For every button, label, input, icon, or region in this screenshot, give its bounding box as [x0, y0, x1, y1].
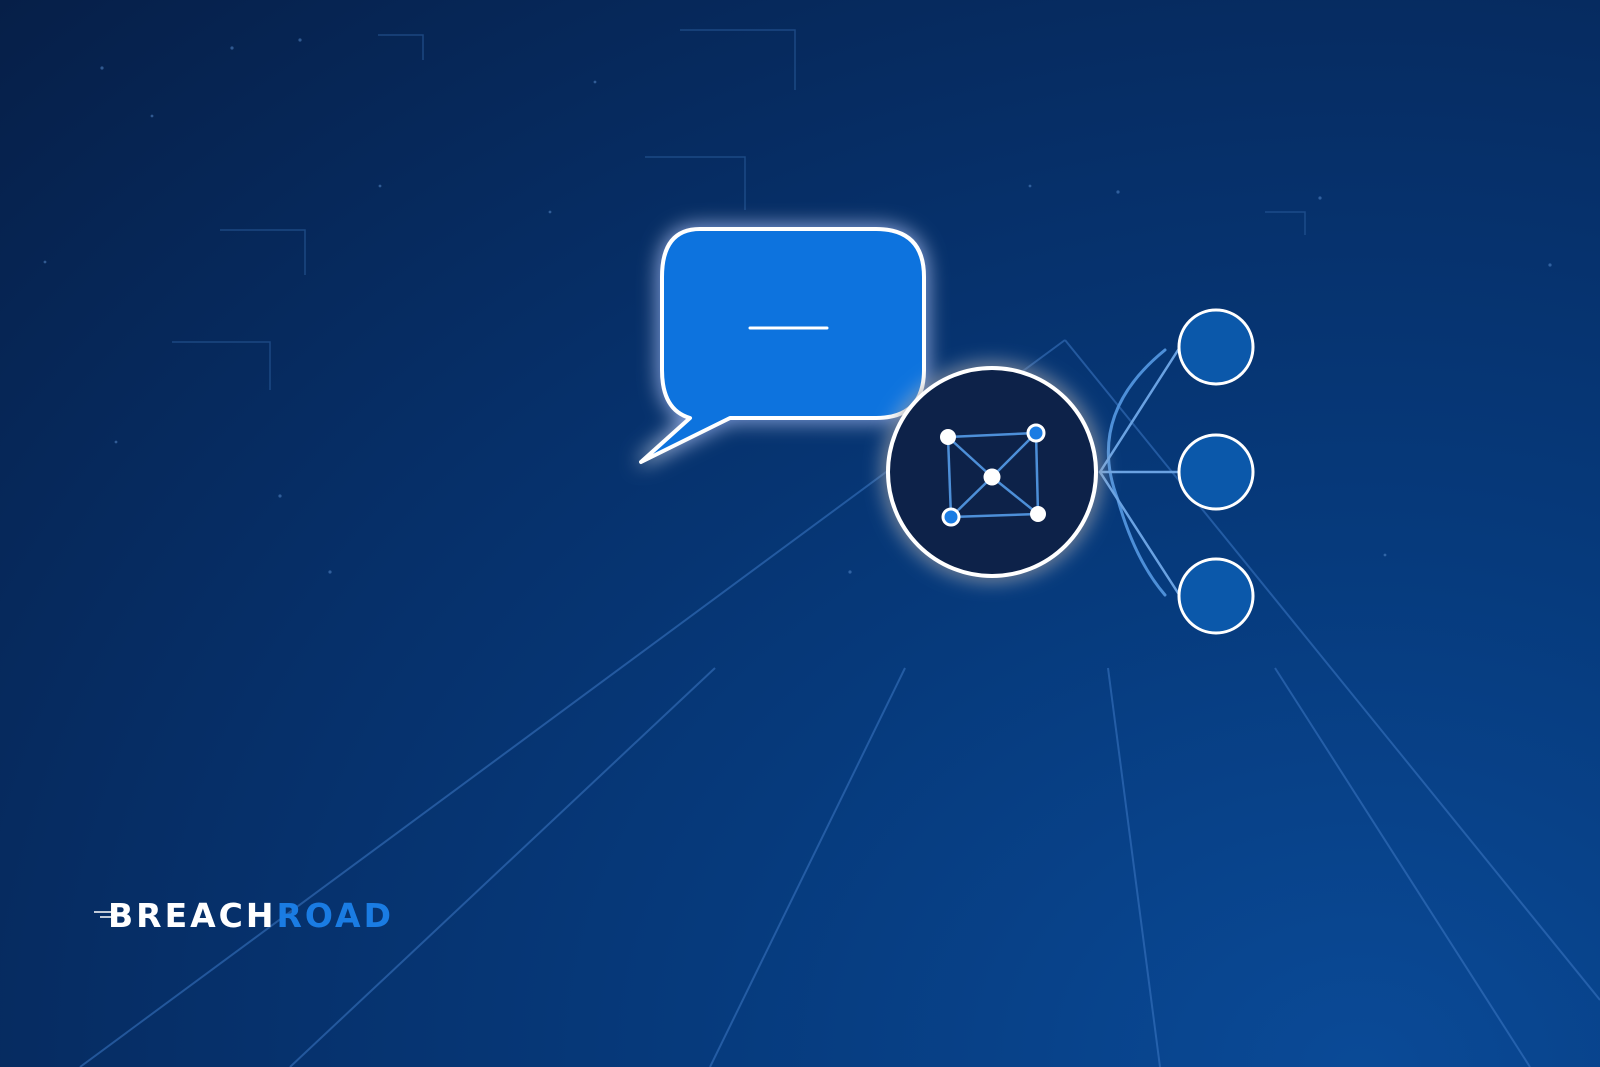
network-graph-icon: [940, 423, 1046, 527]
output-node-3: [1177, 557, 1255, 635]
connector-arcs: [1098, 345, 1182, 598]
chat-bubble-icon: [639, 227, 926, 464]
speech-bubble: [639, 227, 926, 464]
brand-logo: BREACH ROAD: [94, 896, 394, 936]
background-dots: [43, 38, 1552, 574]
circuit-brackets: [172, 29, 1306, 390]
perspective-road-lines: [79, 339, 1600, 1067]
brand-name-part-2: ROAD: [276, 896, 394, 935]
output-node-1: [1177, 308, 1255, 386]
speed-lines-icon: [94, 911, 116, 918]
brand-name-part-1: BREACH: [108, 896, 277, 935]
output-nodes: [1177, 308, 1255, 635]
output-node-2: [1177, 433, 1255, 511]
